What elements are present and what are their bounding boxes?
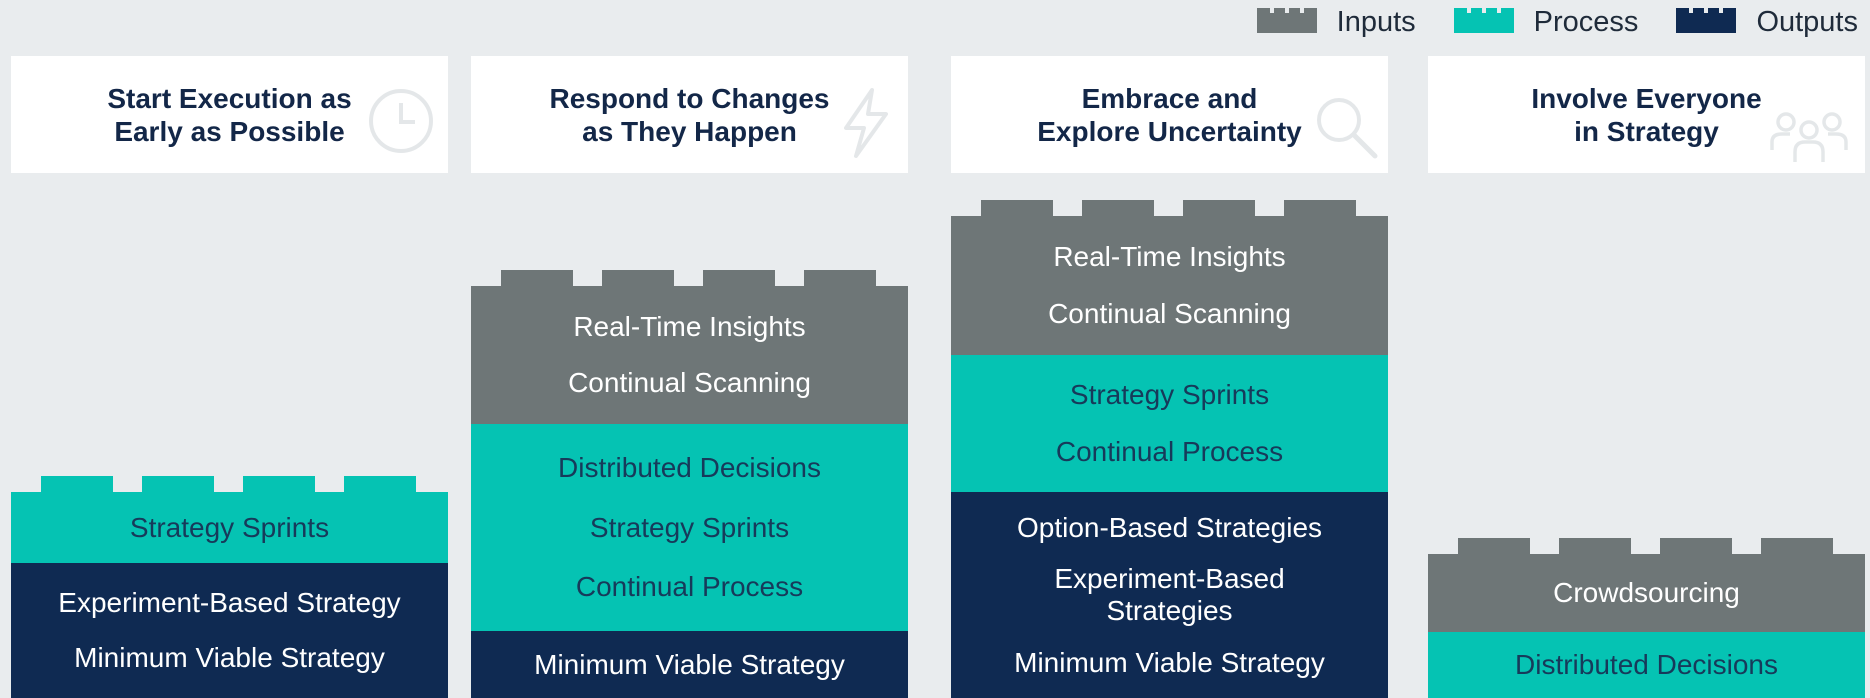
principle-header: Respond to Changes as They Happen (471, 56, 908, 173)
block-stud (1284, 200, 1356, 217)
legend-label-process: Process (1533, 6, 1639, 38)
output-item: Minimum Viable Strategy (1014, 646, 1325, 678)
process-item: Continual Process (1055, 435, 1284, 467)
legend-swatch-outputs (1676, 7, 1737, 33)
legend-swatch-process (1453, 7, 1514, 33)
legend-item-inputs: Inputs (1256, 6, 1416, 39)
block-studs (11, 476, 448, 493)
outputs-segment: Option-Based Strategies Experiment-Based… (951, 492, 1388, 698)
block-studs (951, 200, 1388, 217)
process-segment: Strategy Sprints (11, 492, 448, 563)
process-segment: Strategy Sprints Continual Process (951, 355, 1388, 492)
output-item: Minimum Viable Strategy (74, 642, 385, 674)
block-stud (1559, 538, 1631, 555)
output-item: Experiment-Based Strategy (58, 586, 401, 618)
input-item: Crowdsourcing (1553, 577, 1740, 608)
output-item: Minimum Viable Strategy (534, 648, 845, 680)
block-stud (142, 476, 214, 493)
process-segment: Distributed Decisions Strategy Sprints C… (471, 424, 908, 631)
block-stud (41, 476, 113, 493)
principle-header: Involve Everyone in Strategy (1428, 56, 1865, 173)
block-studs (471, 270, 908, 287)
legend-item-outputs: Outputs (1676, 6, 1858, 39)
block-studs (1428, 538, 1865, 555)
block-stud (1458, 538, 1530, 555)
principle-column-involve-everyone: Involve Everyone in Strategy Crowdsourci… (1428, 0, 1865, 698)
inputs-segment: Real-Time Insights Continual Scanning (471, 286, 908, 424)
legend-label-outputs: Outputs (1756, 6, 1858, 38)
input-item: Real-Time Insights (573, 310, 806, 342)
principle-header: Embrace and Explore Uncertainty (951, 56, 1388, 173)
principle-title: Start Execution as Early as Possible (107, 82, 352, 147)
block-stack: Real-Time Insights Continual Scanning St… (951, 200, 1388, 698)
outputs-segment: Experiment-Based Strategy Minimum Viable… (11, 563, 448, 698)
principle-title: Respond to Changes as They Happen (549, 82, 830, 147)
principle-column-respond-to-changes: Respond to Changes as They Happen Real-T… (471, 0, 908, 698)
output-item: Option-Based Strategies (1016, 511, 1323, 543)
magnifier-icon (1317, 98, 1378, 159)
principle-column-start-execution: Start Execution as Early as Possible Str… (11, 0, 448, 698)
legend-label-inputs: Inputs (1336, 6, 1416, 38)
lightning-icon (844, 88, 888, 158)
output-item: Experiment-Based Strategies (1054, 563, 1285, 626)
block-stud (1761, 538, 1833, 555)
block-stud (703, 270, 775, 287)
process-item: Distributed Decisions (558, 451, 821, 483)
block-stud (1660, 538, 1732, 555)
principle-column-embrace-uncertainty: Embrace and Explore Uncertainty Real-Tim… (951, 0, 1388, 698)
block-stud (602, 270, 674, 287)
block-stud (344, 476, 416, 493)
legend-swatch-inputs (1256, 7, 1317, 33)
legend: Inputs Process Outputs (1256, 6, 1858, 39)
people-icon (1770, 112, 1848, 162)
principle-title: Involve Everyone in Strategy (1531, 82, 1762, 147)
process-item: Continual Process (575, 571, 804, 603)
process-item: Distributed Decisions (1515, 649, 1778, 680)
legend-item-process: Process (1453, 6, 1639, 39)
input-item: Continual Scanning (1048, 298, 1291, 329)
block-stack: Strategy Sprints Experiment-Based Strate… (11, 476, 448, 698)
principle-header: Start Execution as Early as Possible (11, 56, 448, 173)
input-item: Continual Scanning (568, 367, 811, 399)
inputs-segment: Crowdsourcing (1428, 554, 1865, 632)
block-stud (1183, 200, 1255, 217)
process-item: Strategy Sprints (589, 511, 790, 543)
inputs-segment: Real-Time Insights Continual Scanning (951, 216, 1388, 355)
input-item: Real-Time Insights (1053, 241, 1286, 272)
block-stack: Crowdsourcing Distributed Decisions (1428, 538, 1865, 698)
block-stud (804, 270, 876, 287)
block-stud (243, 476, 315, 493)
block-stud (1082, 200, 1154, 217)
clock-icon (369, 89, 433, 153)
process-segment: Distributed Decisions (1428, 632, 1865, 698)
block-stack: Real-Time Insights Continual Scanning Di… (471, 270, 908, 698)
block-stud (981, 200, 1053, 217)
principle-title: Embrace and Explore Uncertainty (1037, 82, 1302, 147)
block-stud (501, 270, 573, 287)
process-item: Strategy Sprints (129, 511, 330, 543)
process-item: Strategy Sprints (1069, 379, 1270, 411)
outputs-segment: Minimum Viable Strategy (471, 631, 908, 698)
